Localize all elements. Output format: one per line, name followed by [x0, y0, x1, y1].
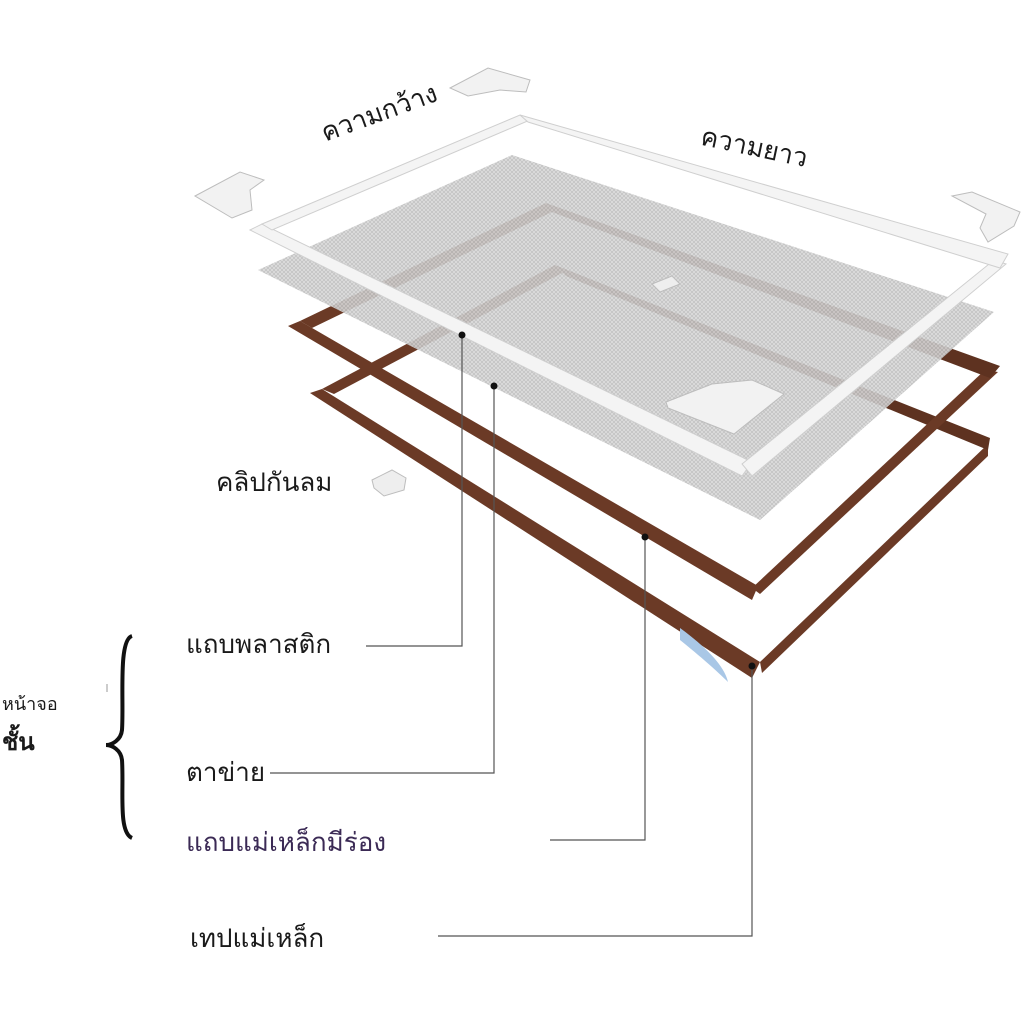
mesh-layer	[258, 155, 994, 520]
corner-connector-left	[193, 171, 266, 219]
wind-clip-small	[651, 275, 681, 293]
group-label-line2: ชั้น	[2, 728, 35, 756]
leader-lines	[270, 335, 753, 937]
corner-connector-right	[950, 191, 1021, 243]
wind-clip-label: คลิปกันลม	[216, 468, 333, 498]
plastic-strip-frame	[248, 114, 1009, 477]
leader-dots	[458, 331, 756, 670]
corner-connector-top	[448, 67, 531, 97]
mesh-label: ตาข่าย	[186, 758, 266, 788]
magnetic-tape-label: เทปแม่เหล็ก	[190, 924, 325, 954]
wind-clip-icon	[371, 469, 407, 497]
corner-connector-center	[665, 379, 785, 435]
group-brace	[105, 634, 134, 840]
grooved-magnetic-strip-label: แถบแม่เหล็กมีร่อง	[186, 828, 387, 858]
plastic-strip-label: แถบพลาสติก	[186, 630, 332, 660]
group-label-line1: หน้าจอ	[2, 694, 58, 715]
